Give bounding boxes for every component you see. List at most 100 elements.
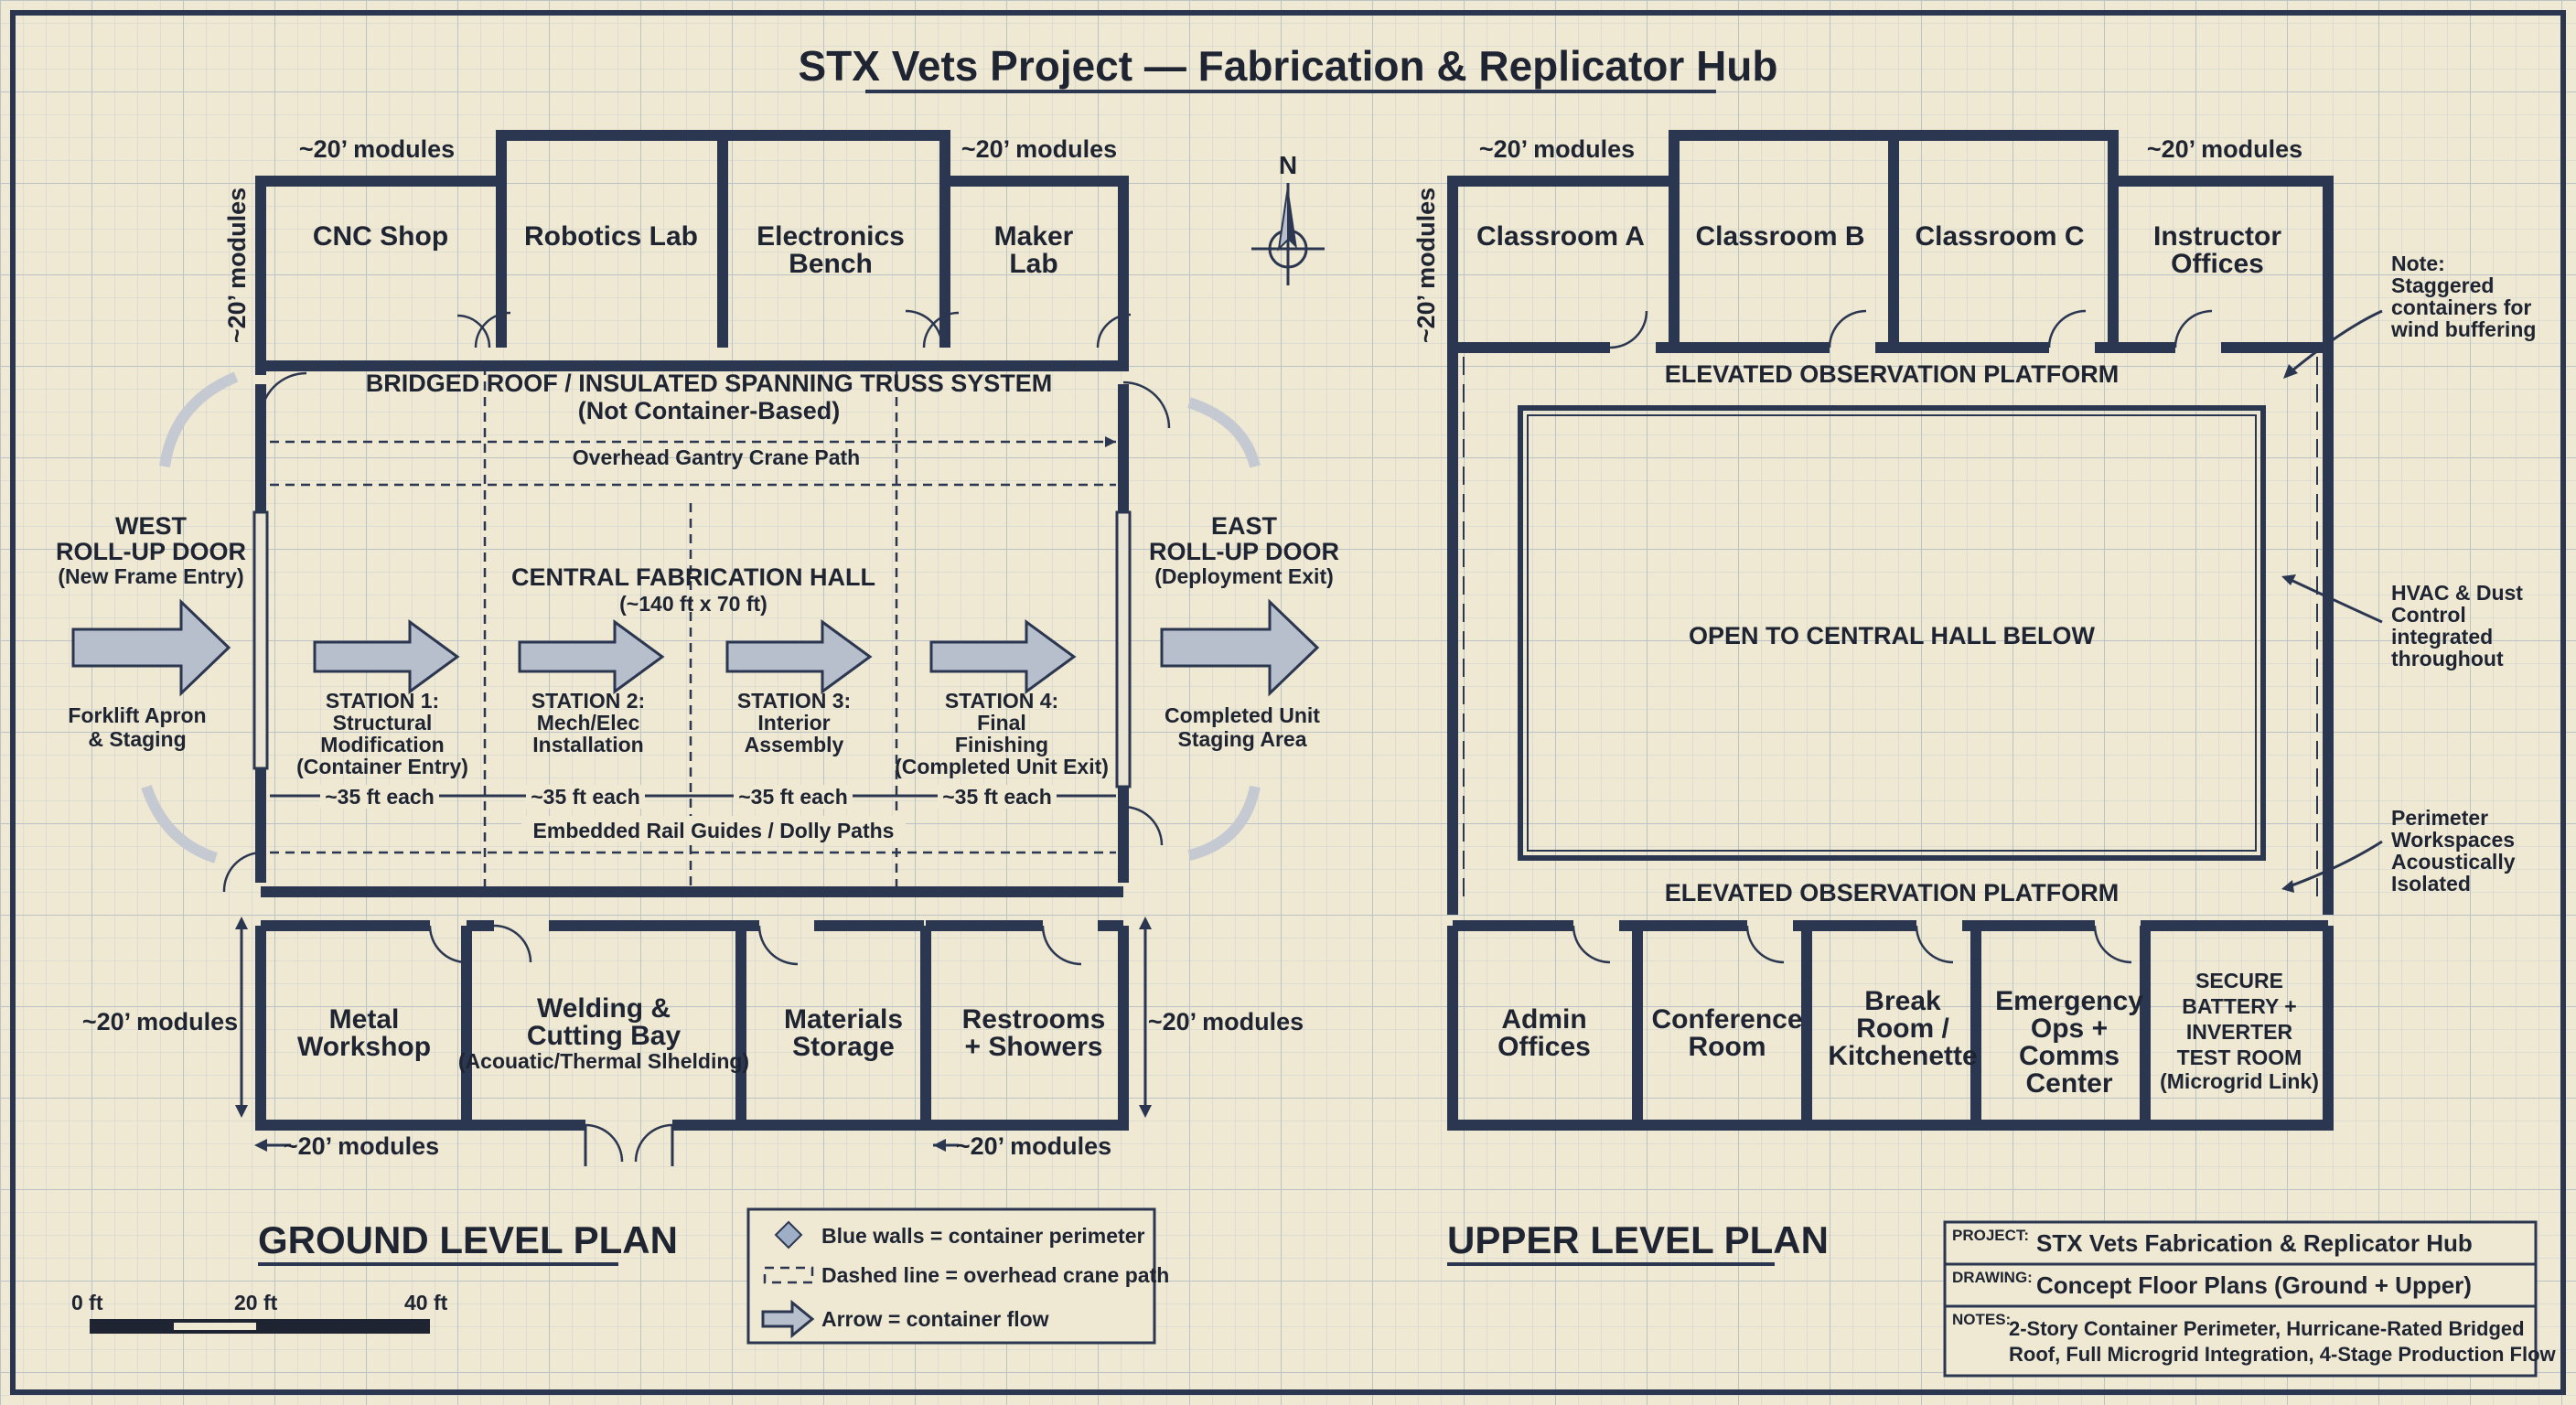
upper-notes: Note: Staggered containers for wind buff…: [2281, 252, 2536, 896]
svg-text:Storage: Storage: [792, 1032, 895, 1062]
upper-level-plan: ELEVATED OBSERVATION PLATFORM ELEVATED O…: [1412, 130, 2536, 1266]
legend: Blue walls = container perimeter Dashed …: [746, 1207, 1169, 1345]
svg-text:+ Showers: + Showers: [965, 1032, 1103, 1062]
west-door-labels: WEST ROLL-UP DOOR (New Frame Entry) Fork…: [56, 512, 246, 751]
flow-arrow-station-2: [518, 619, 665, 694]
hall-top-wall: [255, 348, 1129, 371]
platform-top-label: ELEVATED OBSERVATION PLATFORM: [1665, 360, 2120, 388]
room-admin-offices: Admin: [1501, 1004, 1586, 1035]
svg-text:Perimeter: Perimeter: [2391, 806, 2488, 830]
svg-text:ROLL-UP DOOR: ROLL-UP DOOR: [1149, 538, 1339, 565]
dim-bottom-right: ~20’ modules: [956, 1132, 1111, 1160]
svg-text:Control: Control: [2391, 603, 2466, 627]
drawing-name: Concept Floor Plans (Ground + Upper): [2036, 1271, 2472, 1299]
svg-text:Finishing: Finishing: [955, 733, 1048, 756]
ground-level-plan: CNC Shop Robotics Lab Electronics Bench …: [56, 130, 1339, 1266]
svg-text:Structural: Structural: [333, 711, 433, 735]
legend-arrow-icon: [761, 1299, 815, 1339]
svg-text:(Completed Unit Exit): (Completed Unit Exit): [895, 755, 1109, 778]
platform-bottom-label: ELEVATED OBSERVATION PLATFORM: [1665, 879, 2120, 906]
dim-left: ~20’ modules: [82, 1008, 238, 1035]
svg-text:integrated: integrated: [2391, 625, 2493, 649]
sheet-border: [10, 10, 2566, 1395]
scale-bar: 0 ft 20 ft 40 ft: [71, 1291, 448, 1334]
open-atrium-railing: [1518, 405, 2266, 861]
east-apron-curve-top: [1187, 397, 1261, 468]
notes-line-2: Roof, Full Microgrid Integration, 4-Stag…: [2009, 1343, 2557, 1366]
ground-bottom-rooms: [255, 920, 1129, 1166]
upper-dim-top-right: ~20’ modules: [2147, 135, 2302, 163]
dim-side-top: ~20’ modules: [223, 188, 251, 343]
svg-text:Completed Unit: Completed Unit: [1165, 703, 1320, 727]
station-1-label: STATION 1:: [326, 689, 439, 713]
east-rollup-door: [1115, 510, 1132, 788]
east-door-labels: EAST ROLL-UP DOOR (Deployment Exit) Comp…: [1149, 512, 1339, 751]
room-instructor-offices: Instructor: [2153, 221, 2281, 252]
svg-text:Interior: Interior: [757, 711, 830, 735]
legend-dashed: Dashed line = overhead crane path: [821, 1263, 1169, 1287]
project-name: STX Vets Fabrication & Replicator Hub: [2036, 1229, 2473, 1257]
svg-text:Mech/Elec: Mech/Elec: [537, 711, 640, 735]
east-apron-curve-bottom: [1187, 785, 1261, 861]
svg-text:Staggered: Staggered: [2391, 273, 2494, 297]
rail-guides-label: Embedded Rail Guides / Dolly Paths: [533, 819, 895, 842]
upper-top-rooms: [1447, 130, 2334, 353]
svg-text:Installation: Installation: [532, 733, 643, 756]
svg-text:(~140 ft x 70 ft): (~140 ft x 70 ft): [619, 592, 767, 616]
room-welding-bay: Welding &: [537, 993, 671, 1024]
room-battery-test: SECURE: [2195, 969, 2283, 992]
svg-text:Offices: Offices: [1497, 1032, 1591, 1062]
svg-text:BATTERY +: BATTERY +: [2182, 994, 2296, 1018]
svg-text:(Microgrid Link): (Microgrid Link): [2160, 1069, 2319, 1093]
room-emergency-ops: Emergency: [1995, 986, 2143, 1016]
ground-bottom-labels: Metal Workshop Welding & Cutting Bay (Ac…: [297, 993, 1105, 1073]
svg-text:(New Frame Entry): (New Frame Entry): [58, 564, 243, 588]
svg-text:Workspaces: Workspaces: [2391, 828, 2515, 852]
dim-top-left: ~20’ modules: [299, 135, 455, 163]
ground-top-rooms: [255, 130, 1132, 349]
ground-plan-title: GROUND LEVEL PLAN: [258, 1218, 678, 1261]
north-label: N: [1279, 151, 1297, 179]
svg-text:wind buffering: wind buffering: [2390, 317, 2536, 341]
room-electronics-bench: Electronics: [757, 221, 905, 252]
room-cnc-shop: CNC Shop: [313, 221, 448, 252]
crane-path-label: Overhead Gantry Crane Path: [573, 445, 860, 469]
title-block: PROJECT: STX Vets Fabrication & Replicat…: [1943, 1220, 2557, 1378]
svg-text:INVERTER: INVERTER: [2186, 1020, 2293, 1044]
room-metal-workshop: Metal: [329, 1004, 400, 1035]
west-rollup-door: [252, 510, 269, 770]
svg-text:Acoustically: Acoustically: [2391, 850, 2516, 874]
svg-text:Staging Area: Staging Area: [1177, 727, 1306, 751]
svg-text:Assembly: Assembly: [745, 733, 844, 756]
room-robotics-lab: Robotics Lab: [524, 221, 698, 252]
spacing-2: ~35 ft each: [531, 785, 640, 809]
svg-text:ROLL-UP DOOR: ROLL-UP DOOR: [56, 538, 246, 565]
notes-line-1: 2-Story Container Perimeter, Hurricane-R…: [2009, 1317, 2525, 1340]
room-classroom-a: Classroom A: [1476, 221, 1645, 252]
west-apron-curve-top: [159, 371, 239, 467]
svg-text:Final: Final: [977, 711, 1026, 735]
legend-dash-icon: [763, 1266, 814, 1284]
svg-text:Center: Center: [2025, 1068, 2112, 1099]
upper-bottom-rooms: [1447, 920, 2334, 1131]
svg-text:PROJECT:: PROJECT:: [1952, 1227, 2029, 1244]
svg-text:Ops +: Ops +: [2031, 1014, 2108, 1044]
upper-bottom-labels: Admin Offices Conference Room Break Room…: [1497, 969, 2319, 1099]
svg-text:20 ft: 20 ft: [234, 1291, 278, 1314]
svg-text:0 ft: 0 ft: [71, 1291, 103, 1314]
room-classroom-b: Classroom B: [1695, 221, 1864, 252]
station-3-label: STATION 3:: [737, 689, 851, 713]
legend-arrow: Arrow = container flow: [821, 1307, 1049, 1331]
svg-text:Bench: Bench: [789, 249, 873, 279]
dim-bottom-left: ~20’ modules: [284, 1132, 439, 1160]
svg-text:TEST ROOM: TEST ROOM: [2177, 1046, 2302, 1069]
svg-text:WEST: WEST: [115, 512, 188, 540]
room-materials-storage: Materials: [784, 1004, 903, 1035]
room-restrooms: Restrooms: [962, 1004, 1106, 1035]
upper-plan-title: UPPER LEVEL PLAN: [1447, 1218, 1829, 1261]
svg-text:(Container Entry): (Container Entry): [296, 755, 468, 778]
svg-text:containers for: containers for: [2391, 295, 2531, 319]
svg-text:Cutting Bay: Cutting Bay: [527, 1021, 682, 1051]
hall-label: CENTRAL FABRICATION HALL: [511, 563, 875, 591]
spacing-3: ~35 ft each: [738, 785, 848, 809]
